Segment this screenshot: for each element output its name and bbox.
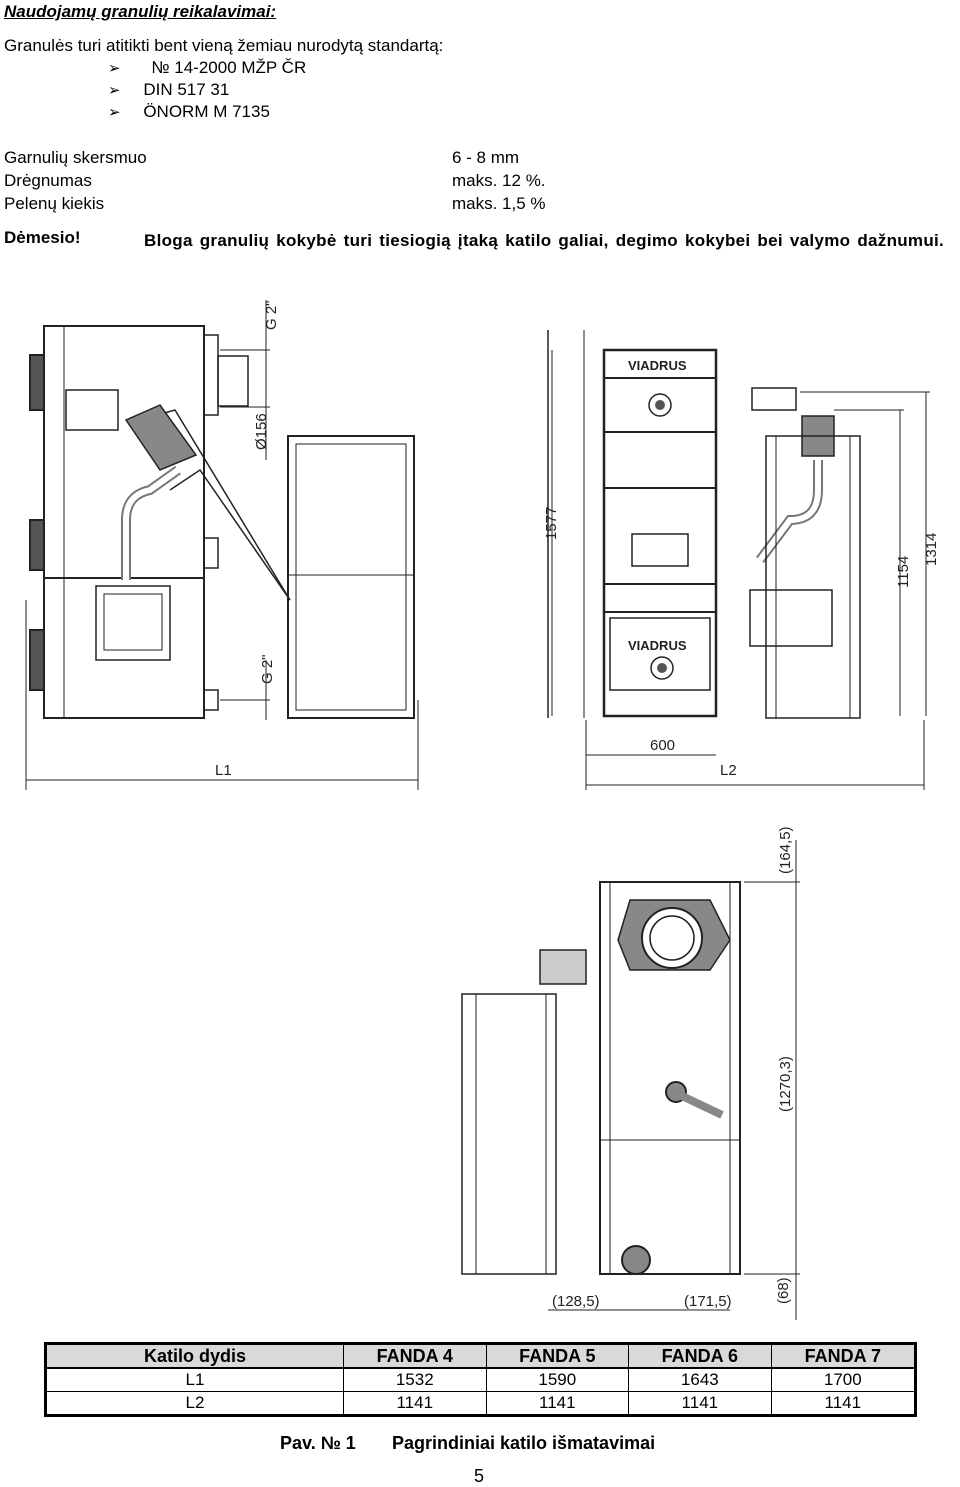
- section-heading: Naudojamų granulių reikalavimai:: [4, 2, 277, 21]
- dim-171-5: (171,5): [684, 1293, 732, 1310]
- dim-1270-3: (1270,3): [777, 1056, 794, 1112]
- side-view: G 2" Ø156 G 2" L1: [25, 300, 419, 790]
- property-value: maks. 12 %.: [452, 171, 546, 190]
- standard-item: ➢ ÖNORM M 7135: [108, 102, 270, 122]
- figure-label: Pav. № 1: [280, 1433, 356, 1453]
- top-view: (164,5) (1270,3) (68) (128,5) (171,5): [461, 826, 800, 1320]
- table-cell: 1590: [485, 1367, 630, 1392]
- dim-1314: 1314: [923, 533, 940, 566]
- standard-text: ÖNORM M 7135: [143, 102, 270, 121]
- table-cell: 1141: [485, 1391, 630, 1416]
- page-number: 5: [474, 1466, 485, 1486]
- table-cell: 1700: [770, 1367, 917, 1392]
- dim-164-5: (164,5): [777, 826, 794, 874]
- table-cell: 1532: [343, 1367, 487, 1392]
- figure-caption: Pagrindiniai katilo išmatavimai: [392, 1433, 656, 1453]
- table-cell: L2: [45, 1391, 344, 1416]
- dim-600: 600: [650, 737, 675, 754]
- dim-g-top: G 2": [263, 300, 280, 330]
- dim-128-5: (128,5): [552, 1293, 600, 1310]
- boiler-dimension-drawing: G 2" Ø156 G 2" L1 VIADRUS VIADRUS: [25, 300, 940, 1320]
- table-row: L1 1532 1590 1643 1700: [45, 1367, 917, 1392]
- property-value: 6 - 8 mm: [452, 148, 520, 167]
- table-cell: 1141: [343, 1391, 487, 1416]
- arrow-bullet-icon: ➢: [108, 60, 121, 77]
- property-value: maks. 1,5 %: [452, 194, 546, 213]
- table-header-row: Katilo dydis FANDA 4 FANDA 5 FANDA 6 FAN…: [45, 1343, 917, 1369]
- dim-1577: 1577: [543, 507, 560, 540]
- table-cell: L1: [45, 1367, 344, 1392]
- dim-g-bottom: G 2": [259, 654, 276, 684]
- standards-intro: Granulės turi atitikti bent vieną žemiau…: [4, 36, 444, 55]
- table-header-cell: FANDA 6: [628, 1343, 772, 1369]
- standard-item: ➢ № 14-2000 MŽP ČR: [108, 58, 306, 78]
- table-cell: 1643: [628, 1367, 772, 1392]
- arrow-bullet-icon: ➢: [108, 82, 121, 99]
- brand-label: VIADRUS: [628, 358, 687, 373]
- property-name: Garnulių skersmuo: [4, 148, 147, 167]
- table-header-cell: FANDA 5: [485, 1343, 630, 1369]
- dim-68: (68): [775, 1277, 792, 1304]
- dim-diameter: Ø156: [253, 413, 270, 450]
- boiler-dimensions-table: Katilo dydis FANDA 4 FANDA 5 FANDA 6 FAN…: [44, 1342, 917, 1417]
- dim-1154: 1154: [895, 556, 912, 588]
- warning-text: Bloga granulių kokybė turi tiesiogią įta…: [144, 231, 945, 250]
- front-view: VIADRUS VIADRUS 600 L2 1577 1154 131: [543, 330, 940, 790]
- table-header-cell: FANDA 4: [343, 1343, 487, 1369]
- table-cell: 1141: [770, 1391, 917, 1416]
- standard-text: № 14-2000 MŽP ČR: [151, 58, 307, 77]
- table-header-cell: FANDA 7: [770, 1343, 917, 1369]
- table-header-cell: Katilo dydis: [45, 1343, 344, 1369]
- brand-label: VIADRUS: [628, 638, 687, 653]
- dim-l2: L2: [720, 762, 737, 779]
- dim-l1: L1: [215, 762, 232, 779]
- table-row: L2 1141 1141 1141 1141: [45, 1391, 917, 1416]
- arrow-bullet-icon: ➢: [108, 104, 121, 121]
- table-cell: 1141: [628, 1391, 772, 1416]
- standard-text: DIN 517 31: [143, 80, 230, 99]
- property-name: Pelenų kiekis: [4, 194, 105, 213]
- standard-item: ➢ DIN 517 31: [108, 80, 229, 100]
- warning-label: Dėmesio!: [4, 228, 81, 247]
- property-name: Drėgnumas: [4, 171, 92, 190]
